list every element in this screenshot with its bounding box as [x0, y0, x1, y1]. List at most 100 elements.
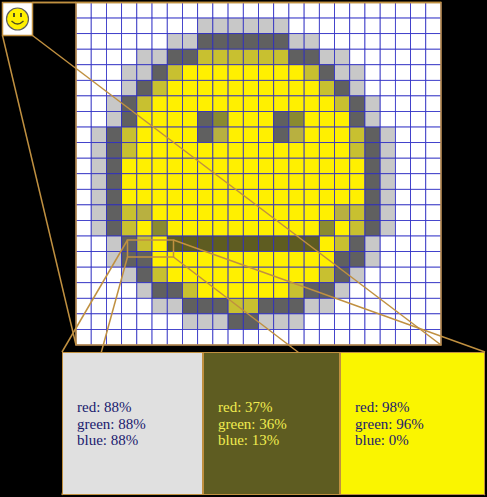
pixel-cell [228, 3, 243, 19]
pixel-cell [122, 127, 137, 143]
pixel-cell [167, 283, 182, 299]
pixel-cell [350, 65, 365, 81]
pixel-cell [228, 80, 243, 96]
pixel-cell [335, 220, 350, 236]
pixel-cell [319, 189, 334, 205]
pixel-cell [198, 143, 213, 159]
pixel-cell [122, 49, 137, 65]
pixel-cell [152, 220, 167, 236]
pixel-cell [365, 143, 380, 159]
pixel-cell [182, 96, 197, 112]
pixel-cell [304, 329, 319, 345]
pixel-cell [335, 65, 350, 81]
pixel-cell [304, 314, 319, 330]
pixel-cell [106, 236, 121, 252]
pixel-cell [411, 174, 426, 190]
pixel-cell [350, 143, 365, 159]
pixel-cell [411, 267, 426, 283]
color-swatch-box: red: 37%green: 36%blue: 13% [203, 352, 340, 495]
pixel-cell [304, 111, 319, 127]
pixel-cell [426, 236, 441, 252]
pixel-cell [152, 3, 167, 19]
pixel-cell [380, 127, 395, 143]
pixel-cell [274, 143, 289, 159]
pixel-cell [213, 96, 228, 112]
pixel-cell [411, 18, 426, 34]
pixel-cell [274, 80, 289, 96]
pixel-cell [106, 127, 121, 143]
pixel-cell [395, 111, 410, 127]
pixel-cell [411, 220, 426, 236]
pixel-cell [228, 96, 243, 112]
pixel-cell [335, 80, 350, 96]
pixel-cell [243, 283, 258, 299]
pixel-cell [91, 189, 106, 205]
channel-value: green: 96% [355, 416, 478, 433]
pixel-cell [426, 252, 441, 268]
pixel-cell [198, 111, 213, 127]
pixel-cell [243, 127, 258, 143]
pixel-cell [335, 34, 350, 50]
pixel-cell [350, 49, 365, 65]
pixel-cell [122, 158, 137, 174]
pixel-cell [213, 314, 228, 330]
channel-value: red: 98% [355, 399, 478, 416]
pixel-cell [182, 205, 197, 221]
pixel-cell [274, 283, 289, 299]
pixel-cell [426, 96, 441, 112]
pixel-cell [122, 18, 137, 34]
pixel-cell [152, 96, 167, 112]
pixel-cell [198, 174, 213, 190]
pixel-cell [304, 18, 319, 34]
pixel-cell [228, 143, 243, 159]
pixel-cell [335, 3, 350, 19]
pixel-cell [243, 329, 258, 345]
pixel-cell [380, 267, 395, 283]
pixel-cell [137, 329, 152, 345]
pixel-cell [137, 3, 152, 19]
pixel-cell [395, 174, 410, 190]
pixel-cell [304, 80, 319, 96]
pixel-cell [91, 111, 106, 127]
pixel-cell [289, 111, 304, 127]
pixel-cell [274, 49, 289, 65]
pixel-cell [167, 143, 182, 159]
pixel-cell [319, 111, 334, 127]
pixel-cell [152, 205, 167, 221]
pixel-cell [426, 34, 441, 50]
pixel-cell [167, 298, 182, 314]
pixel-cell [213, 205, 228, 221]
pixel-cell [350, 3, 365, 19]
pixel-cell [380, 111, 395, 127]
pixel-cell [182, 80, 197, 96]
pixel-cell [182, 189, 197, 205]
pixel-cell [243, 158, 258, 174]
pixel-cell [304, 3, 319, 19]
pixel-cell [289, 205, 304, 221]
pixel-cell [365, 18, 380, 34]
pixel-cell [319, 80, 334, 96]
pixel-cell [426, 314, 441, 330]
pixel-cell [106, 158, 121, 174]
pixel-cell [76, 189, 91, 205]
pixel-cell [365, 189, 380, 205]
pixel-cell [137, 49, 152, 65]
pixel-cell [76, 127, 91, 143]
pixel-cell [335, 283, 350, 299]
pixel-cell [274, 65, 289, 81]
pixel-cell [274, 34, 289, 50]
pixel-cell [243, 49, 258, 65]
grid-frame [76, 3, 441, 346]
pixel-cell [335, 329, 350, 345]
pixel-cell [167, 65, 182, 81]
pixel-cell [319, 49, 334, 65]
pixel-cell [198, 298, 213, 314]
zoom-line [62, 240, 128, 352]
pixel-cell [152, 143, 167, 159]
pixel-cell [395, 236, 410, 252]
pixel-cell [411, 127, 426, 143]
pixel-cell [243, 65, 258, 81]
icon-frame [3, 3, 33, 36]
pixel-cell [152, 329, 167, 345]
